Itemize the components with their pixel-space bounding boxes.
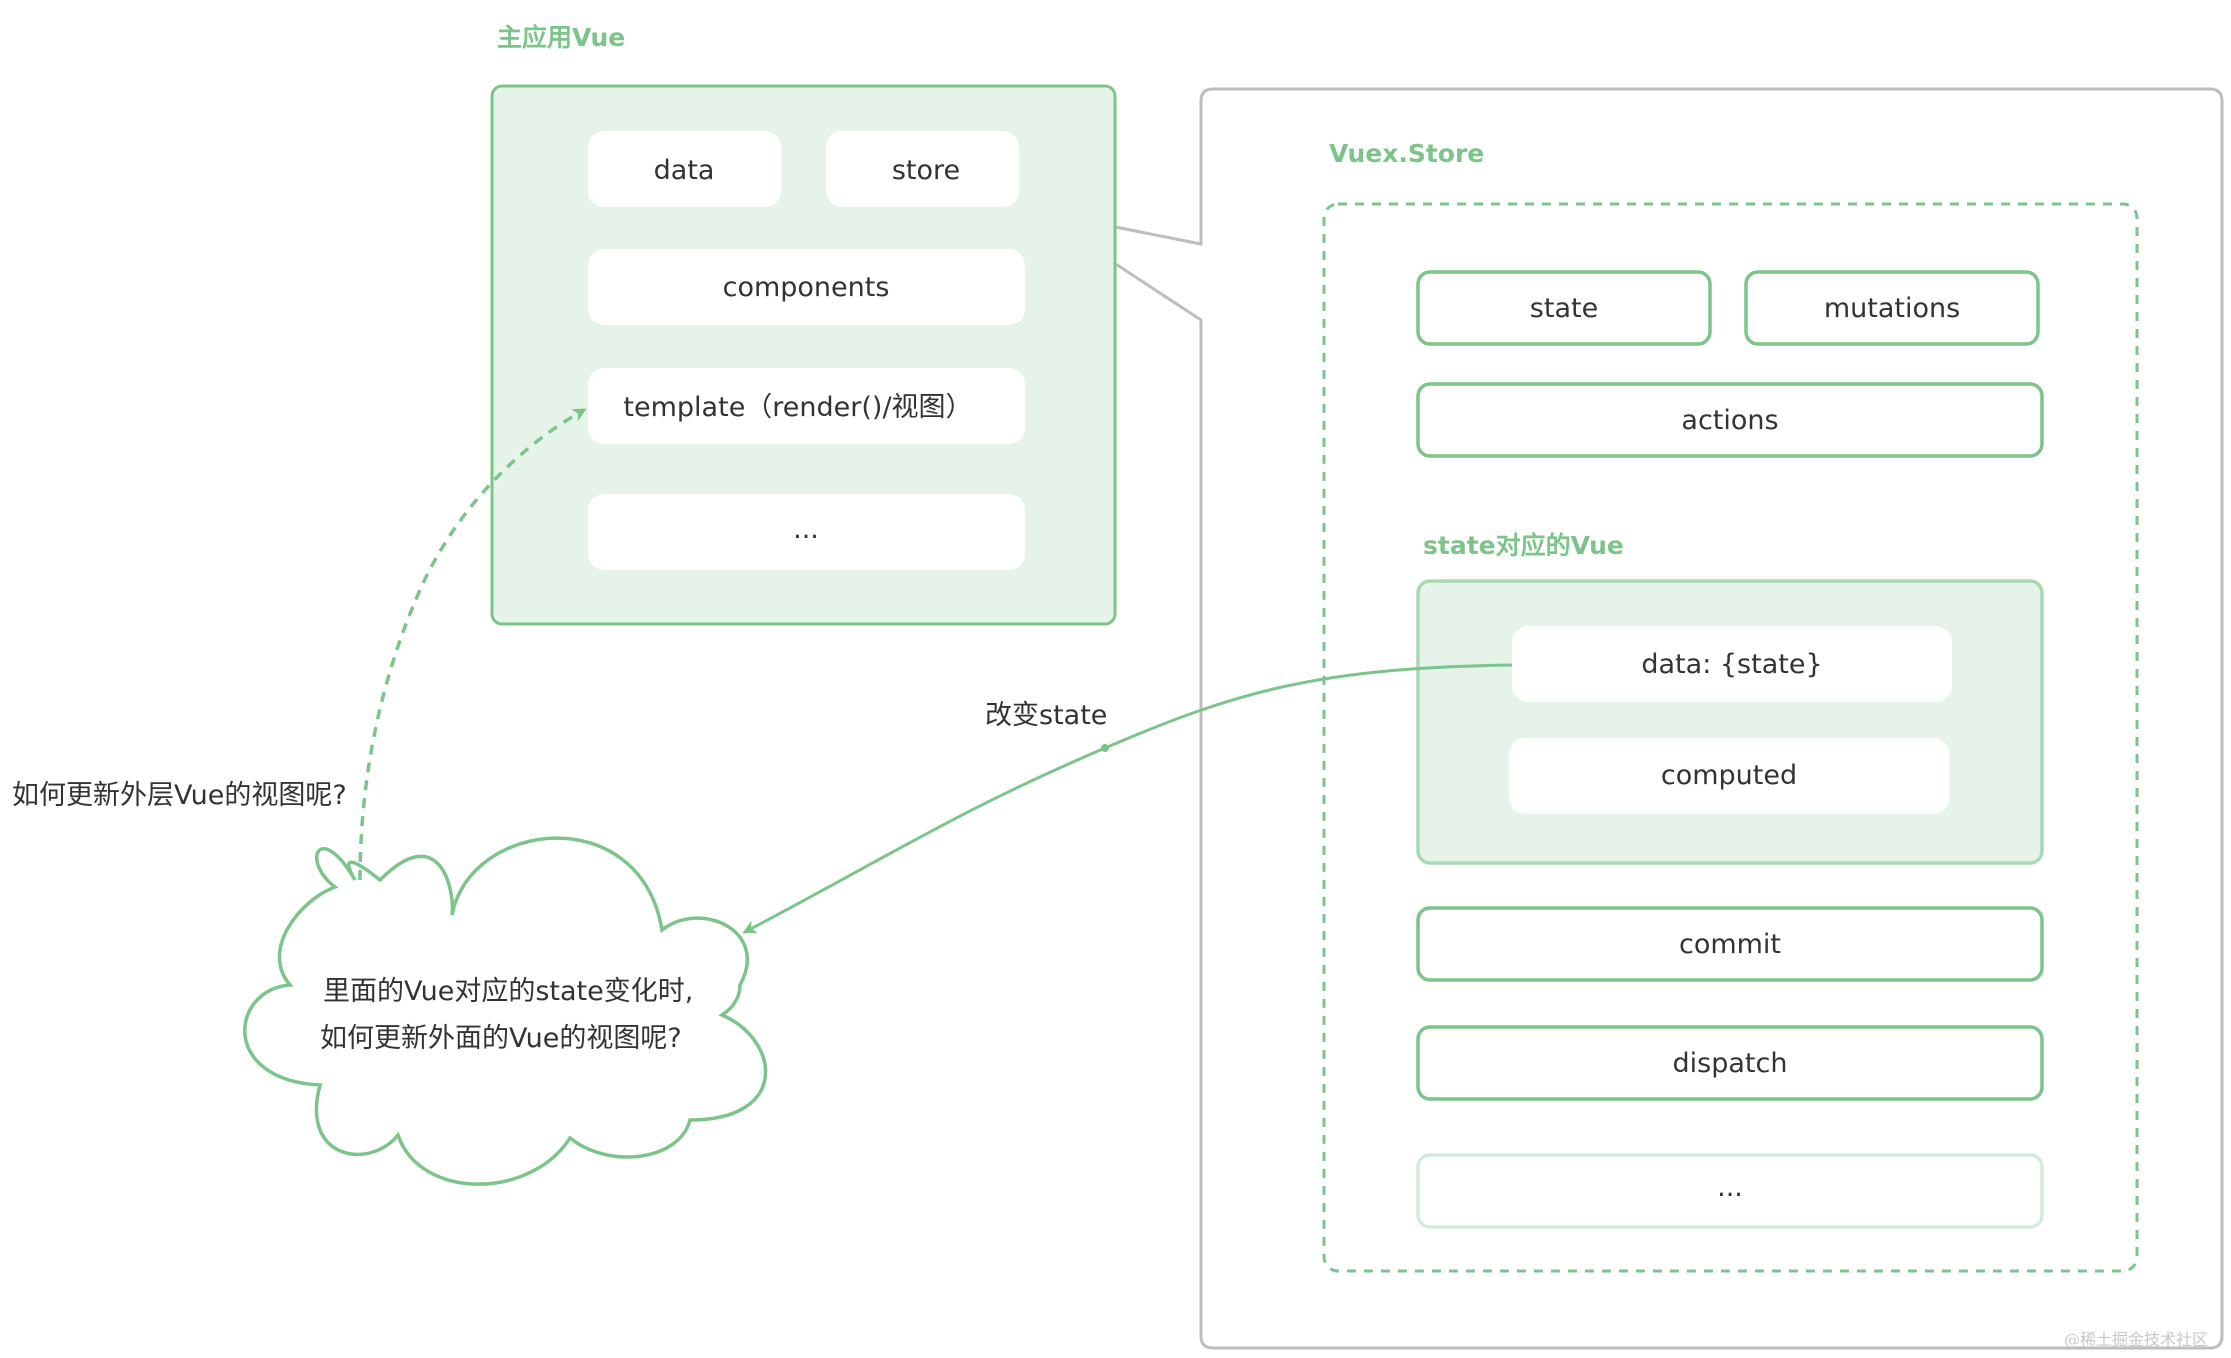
state-vue-data-label: data: {state} — [1641, 649, 1822, 680]
change-state-label: 改变state — [985, 700, 1107, 731]
update-outer-view-label: 如何更新外层Vue的视图呢? — [12, 780, 347, 811]
main-vue-more-box: ... — [588, 494, 1025, 570]
main-vue-data-label: data — [654, 155, 715, 186]
main-vue-components-label: components — [723, 272, 890, 303]
state-vue-data-box: data: {state} — [1512, 626, 1952, 702]
state-vue-title: state对应的Vue — [1423, 531, 1624, 560]
vuex-mutations-box: mutations — [1744, 270, 2040, 346]
vuex-state-label: state — [1530, 293, 1598, 324]
main-vue-store-label: store — [892, 155, 960, 186]
main-vue-template-label: template（render()/视图） — [623, 392, 972, 423]
main-vue-components-box: components — [588, 249, 1025, 325]
state-vue-computed-label: computed — [1661, 760, 1797, 791]
vuex-commit-label: commit — [1679, 929, 1781, 960]
question-cloud — [243, 836, 768, 1186]
cloud-text-line1: 里面的Vue对应的state变化时, — [323, 976, 693, 1007]
vuex-dispatch-box: dispatch — [1416, 1025, 2044, 1101]
state-vue-container — [1416, 579, 2044, 865]
main-vue-more-label: ... — [793, 514, 819, 545]
vuex-dispatch-label: dispatch — [1673, 1048, 1788, 1079]
vuex-store-dashed-frame — [1322, 202, 2139, 1273]
cloud-text-line2: 如何更新外面的Vue的视图呢? — [320, 1023, 682, 1054]
vuex-store-title: Vuex.Store — [1329, 139, 1484, 168]
vuex-more-label: ... — [1717, 1172, 1743, 1203]
vuex-actions-box: actions — [1416, 382, 2044, 458]
main-vue-title: 主应用Vue — [497, 23, 625, 52]
watermark: @稀土掘金技术社区 — [2064, 1330, 2208, 1349]
vuex-mutations-label: mutations — [1824, 293, 1960, 324]
main-vue-template-box: template（render()/视图） — [588, 368, 1025, 444]
vuex-state-box: state — [1416, 270, 1712, 346]
main-vue-data-box: data — [588, 131, 781, 207]
update-outer-view-arrow — [358, 408, 587, 881]
vuex-actions-label: actions — [1681, 405, 1778, 436]
change-state-arrow-midpoint — [1101, 744, 1109, 752]
main-vue-store-box: store — [826, 131, 1019, 207]
vuex-commit-box: commit — [1416, 906, 2044, 982]
vuex-more-box: ... — [1416, 1153, 2044, 1229]
main-vue-container — [490, 84, 1117, 626]
state-vue-computed-box: computed — [1509, 738, 1949, 814]
